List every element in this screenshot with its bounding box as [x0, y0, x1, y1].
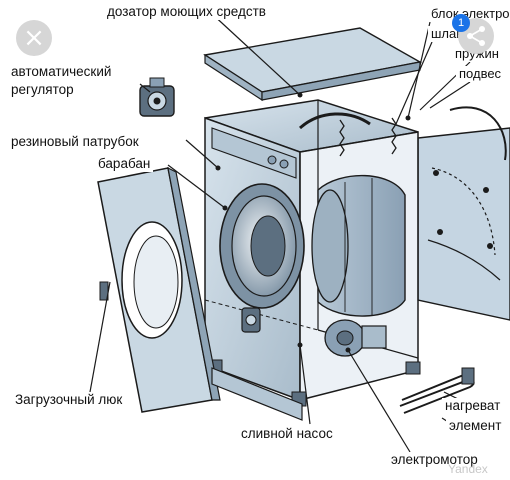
label-heater-line2: элемент: [446, 418, 505, 434]
drain-pump: [241, 307, 261, 333]
watermark: Yandex: [448, 462, 488, 476]
label-electric-motor: электромотор: [388, 452, 481, 468]
top-lid: [203, 27, 423, 102]
label-drain-pump: сливной насос: [238, 426, 336, 442]
leader-dots: [215, 92, 411, 353]
label-auto-regulator-line2: регулятор: [8, 82, 77, 98]
loading-hatch-door: [97, 166, 221, 413]
auto-regulator-part: [139, 77, 175, 117]
label-rubber-pipe: резиновый патрубок: [8, 134, 142, 150]
drum: [298, 112, 406, 317]
share-icon: [467, 26, 485, 46]
label-dispenser: дозатор моющих средств: [104, 4, 269, 20]
close-button[interactable]: ×: [16, 20, 52, 56]
label-electronics-block: блок электро: [428, 6, 510, 22]
back-panel: [417, 106, 510, 321]
label-drum: барабан: [95, 156, 154, 172]
electric-motor: [324, 319, 387, 357]
notification-badge: 1: [452, 14, 470, 32]
close-icon: ×: [23, 23, 45, 53]
label-auto-regulator-line1: автоматический: [8, 64, 115, 80]
plinth-panel: [211, 367, 303, 421]
label-loading-hatch: Загрузочный люк: [12, 392, 126, 408]
heating-element: [399, 367, 475, 414]
front-door-opening: [219, 183, 305, 309]
label-heater-line1: нагреват: [442, 398, 504, 414]
label-suspension: подвес: [456, 66, 505, 82]
